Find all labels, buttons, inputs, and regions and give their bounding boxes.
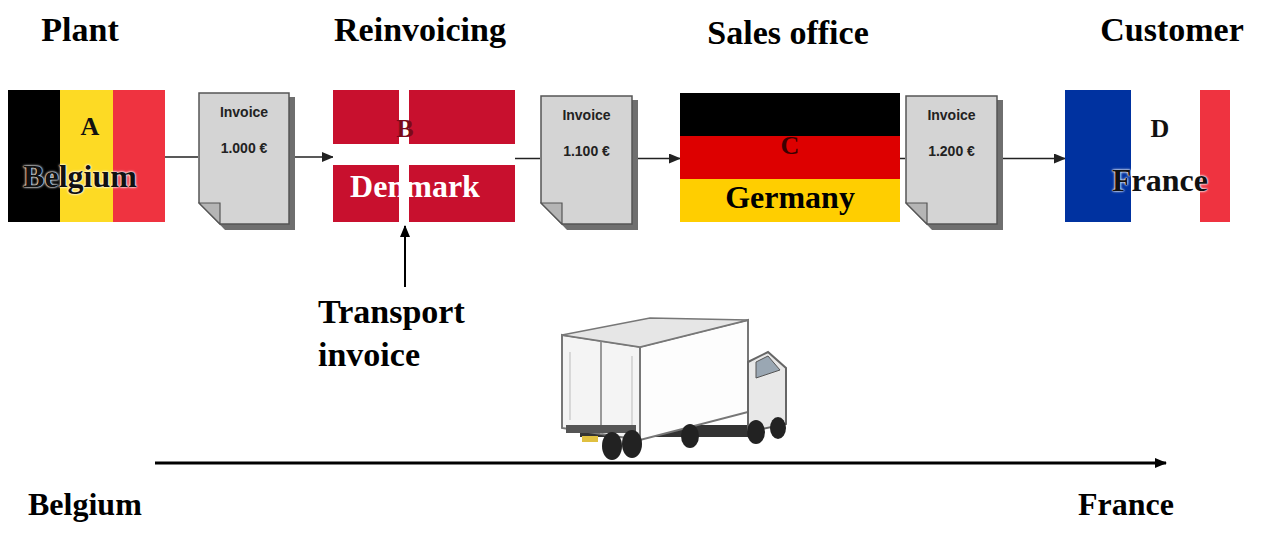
country-name: Belgium <box>23 158 137 195</box>
transport-label: Transport invoice <box>318 291 518 376</box>
node-letter: D <box>1151 114 1170 144</box>
origin-label: Belgium <box>28 486 142 523</box>
document-title: Invoice <box>562 107 610 123</box>
invoice-document: Invoice 1.200 € <box>905 95 998 225</box>
denmark-flag: ReinvoicingBDenmark <box>333 90 515 222</box>
region-heading: Customer <box>1100 10 1244 49</box>
france-flag: CustomerDFrance <box>1065 90 1230 222</box>
region-heading: Reinvoicing <box>334 10 506 49</box>
flow-connector <box>515 158 540 160</box>
document-title: Invoice <box>927 107 975 123</box>
destination-label: France <box>1078 486 1174 523</box>
region-heading: Plant <box>41 10 118 49</box>
direction-arrow <box>155 462 1166 465</box>
germany-flag: Sales officeCGermany <box>680 93 900 222</box>
document-title: Invoice <box>220 104 268 120</box>
country-name: Denmark <box>350 168 480 205</box>
region-heading: Sales office <box>707 13 868 52</box>
node-letter: C <box>781 131 800 161</box>
flow-connector <box>633 158 680 160</box>
country-name: France <box>1112 162 1208 199</box>
flow-connector <box>165 156 198 158</box>
amount-text: 1.000 € <box>221 140 268 156</box>
amount-text: 1.200 € <box>928 143 975 159</box>
leader-arrow <box>404 226 406 287</box>
flow-connector <box>900 158 905 160</box>
invoice-document: Invoice 1.000 € <box>198 92 290 225</box>
country-name: Germany <box>725 179 855 216</box>
invoice-document: Invoice 1.100 € <box>540 95 633 225</box>
flow-connector <box>290 156 333 158</box>
flow-connector <box>998 158 1065 160</box>
truck-illustration <box>562 318 786 460</box>
amount-text: 1.100 € <box>563 143 610 159</box>
belgium-flag: PlantABelgium <box>8 90 165 222</box>
node-letter: A <box>81 112 100 142</box>
node-letter: B <box>396 114 413 144</box>
